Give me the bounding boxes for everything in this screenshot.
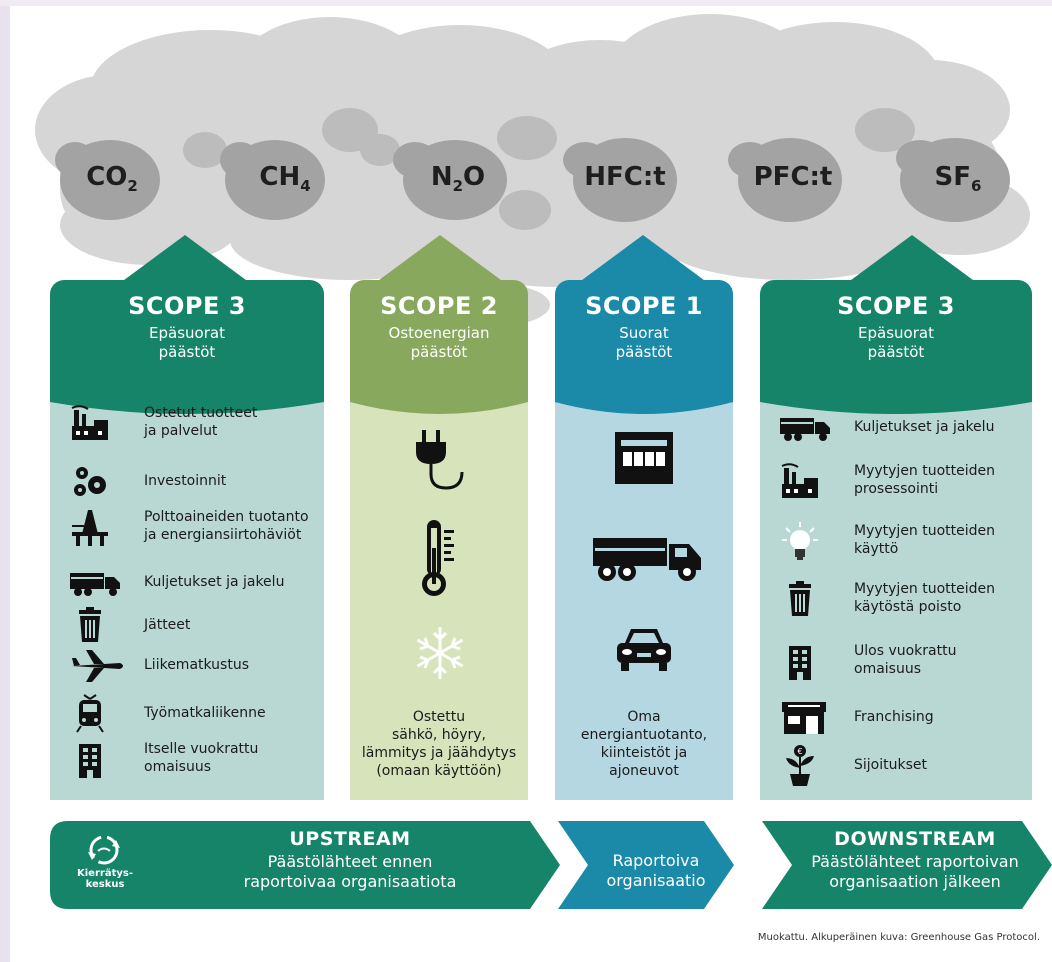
header-curve [555,400,733,414]
gas-sf6: SF6 [934,162,982,196]
gas-n2o: N2O [430,162,486,196]
list-item: Työmatkaliikenne [50,694,324,734]
shop-icon [782,702,826,734]
header-curve [50,400,324,414]
scope-title: SCOPE 1 [585,292,703,320]
upstream-title: UPSTREAM [289,828,411,850]
bottom-arrows [50,821,1052,909]
list-item: Jätteet [50,606,324,646]
list-item: Franchising [760,698,1032,738]
factory-icon [71,405,108,440]
kierratyskeskus-logo-icon [88,835,120,865]
truck-icon [70,573,120,596]
airplane-icon [72,650,123,682]
money-plant-icon: € [786,745,814,786]
item-label: Investoinnit [144,473,227,489]
truck-icon [593,538,701,581]
thermometer-icon [422,520,454,596]
scope-title: SCOPE 2 [380,292,498,320]
list-item: Kuljetukset ja jakelu [50,563,324,603]
building-icon [789,646,811,680]
factory-building-icon [615,432,673,484]
item-label: Franchising [854,709,934,725]
item-label: Työmatkaliikenne [144,705,266,721]
header-curve [760,400,1032,414]
scope-arrow-tips [120,235,977,283]
left-border [0,0,10,962]
truck-icon [780,418,830,441]
snowflake-icon [416,627,464,679]
gas-hfc: HFC:t [584,162,666,192]
car-icon [617,629,671,671]
gas-ch4: CH4 [259,162,311,196]
logo-text: Kierrätys-keskus [77,868,133,890]
scope-title: SCOPE 3 [837,292,955,320]
trash-bin-icon [789,581,811,616]
train-icon [76,694,104,733]
list-item: Kuljetukset ja jakelu [760,408,1032,448]
gas-co2: CO2 [86,162,138,196]
top-border [0,0,1052,6]
item-label: Kuljetukset ja jakelu [144,574,285,590]
item-label: Kuljetukset ja jakelu [854,419,995,435]
source-footnote: Muokattu. Alkuperäinen kuva: Greenhouse … [757,932,1040,943]
building-icon [79,744,101,778]
emissions-cloud [35,14,1030,327]
trash-bin-icon [79,607,101,642]
downstream-title: DOWNSTREAM [834,828,996,850]
oil-rig-icon [72,510,108,546]
list-item: € Sijoitukset [760,744,1032,786]
list-item: Liikematkustus [50,646,324,686]
header-curve [350,400,528,414]
factory-icon [781,463,818,498]
list-item: Investoinnit [50,462,324,502]
light-bulb-icon [782,522,818,560]
power-plug-icon [416,430,464,490]
item-label: Jätteet [144,617,191,633]
gas-pfc: PFC:t [753,162,833,192]
svg-text:€: € [797,747,802,756]
gears-icon [74,467,106,496]
item-label: Sijoitukset [854,757,927,773]
item-label: Liikematkustus [144,657,250,673]
scope-title: SCOPE 3 [128,292,246,320]
